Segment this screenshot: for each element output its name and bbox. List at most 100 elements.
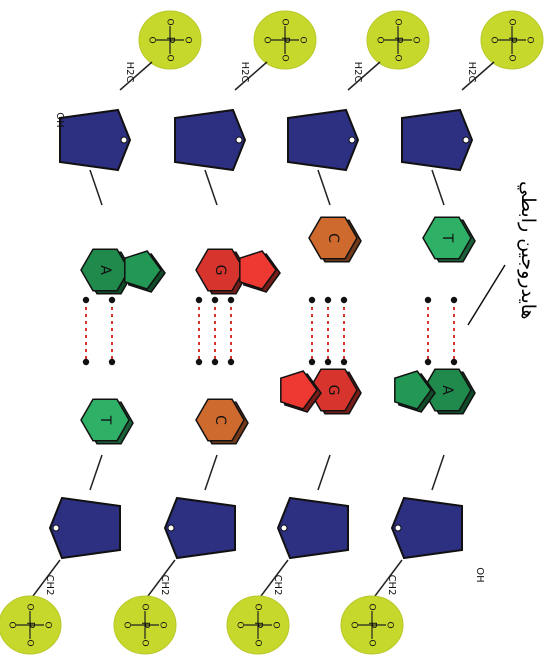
atom-O: O [165, 18, 175, 25]
glycosidic-bond [205, 455, 217, 490]
atom-O: O [271, 621, 281, 628]
atom-O: O [367, 639, 377, 646]
bond-dot [212, 297, 218, 303]
base-letter: C [325, 233, 341, 243]
atom-O: O [43, 621, 53, 628]
deoxyribose-sugar [165, 498, 235, 558]
bond-dot [451, 359, 457, 365]
atom-O: O [393, 54, 403, 61]
bond-dot [228, 297, 234, 303]
atom-O: O [158, 621, 168, 628]
oh-label: OH [474, 567, 485, 582]
deoxyribose-sugar [50, 498, 120, 558]
atom-O: O [122, 621, 132, 628]
atom-O: O [140, 603, 150, 610]
glycosidic-bond [318, 455, 330, 490]
deoxyribose-sugar [288, 110, 358, 170]
atom-O: O [298, 36, 308, 43]
ch2-label: H2C [466, 62, 477, 83]
hydrogen-bond-label: هايدروجين رابطي [497, 170, 559, 330]
atom-O: O [507, 18, 517, 25]
atom-O: O [280, 18, 290, 25]
glycosidic-bond [205, 170, 217, 205]
atom-P: P [366, 622, 379, 629]
atom-O: O [411, 36, 421, 43]
atom-O: O [507, 54, 517, 61]
ring-oxygen [395, 525, 401, 531]
deoxyribose-sugar [175, 110, 245, 170]
atom-O: O [280, 54, 290, 61]
atom-O: O [235, 621, 245, 628]
bond-dot [109, 359, 115, 365]
base-bottom [281, 369, 361, 414]
ring-oxygen [236, 137, 242, 143]
bond-dot [83, 297, 89, 303]
atom-O: O [253, 639, 263, 646]
ring-oxygen [121, 137, 127, 143]
bond-dot [325, 359, 331, 365]
atom-O: O [147, 36, 157, 43]
atom-O: O [140, 639, 150, 646]
ring-oxygen [53, 525, 59, 531]
bond-dot [109, 297, 115, 303]
base-letter: C [212, 415, 228, 425]
bond-dot [309, 359, 315, 365]
atom-O: O [262, 36, 272, 43]
bond-dot [212, 359, 218, 365]
atom-P: P [506, 37, 519, 44]
ring-oxygen [168, 525, 174, 531]
ring-oxygen [463, 137, 469, 143]
base-letter: G [325, 385, 341, 396]
atom-O: O [183, 36, 193, 43]
bond-dot [83, 359, 89, 365]
bond-dot [228, 359, 234, 365]
ch2-label: H2C [124, 62, 135, 83]
atom-P: P [24, 622, 37, 629]
glycosidic-bond [432, 170, 444, 205]
atom-O: O [489, 36, 499, 43]
atom-P: P [139, 622, 152, 629]
ch2-label: CH2 [386, 575, 397, 596]
atom-O: O [349, 621, 359, 628]
glycosidic-bond [432, 455, 444, 490]
bond-dot [309, 297, 315, 303]
atom-P: P [392, 37, 405, 44]
glycosidic-bond [90, 455, 102, 490]
base-bottom [395, 369, 475, 414]
base-letter: T [97, 415, 113, 425]
deoxyribose-sugar [60, 110, 130, 170]
base-top [196, 249, 280, 294]
deoxyribose-sugar [392, 498, 462, 558]
atom-P: P [279, 37, 292, 44]
ring-oxygen [349, 137, 355, 143]
bond-dot [425, 359, 431, 365]
atom-O: O [165, 54, 175, 61]
atom-O: O [525, 36, 535, 43]
deoxyribose-sugar [402, 110, 472, 170]
base-letter: G [212, 265, 228, 276]
atom-P: P [252, 622, 265, 629]
bond-dot [196, 359, 202, 365]
glycosidic-bond [90, 170, 102, 205]
bond-dot [196, 297, 202, 303]
base-letter: A [439, 385, 455, 395]
atom-O: O [393, 18, 403, 25]
atom-O: O [375, 36, 385, 43]
ring-oxygen [281, 525, 287, 531]
bond-dot [341, 297, 347, 303]
deoxyribose-sugar [278, 498, 348, 558]
base-letter: T [439, 233, 455, 243]
atom-O: O [367, 603, 377, 610]
glycosidic-bond [318, 170, 330, 205]
bond-dot [451, 297, 457, 303]
bond-dot [341, 359, 347, 365]
atom-O: O [253, 603, 263, 610]
base-letter: A [97, 265, 113, 275]
ch2-label: H2C [239, 62, 250, 83]
bond-dot [325, 297, 331, 303]
ch2-label: CH2 [272, 575, 283, 596]
oh-label: OH [54, 112, 65, 127]
atom-P: P [164, 37, 177, 44]
base-top [81, 249, 165, 294]
